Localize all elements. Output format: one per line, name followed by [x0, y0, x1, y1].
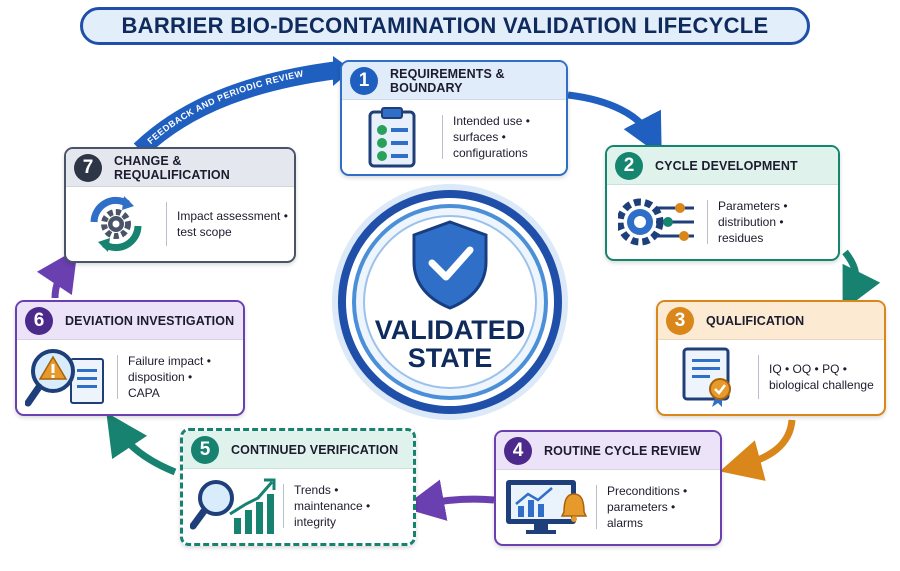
- arrow-5-to-6: [106, 412, 177, 476]
- clipboard-checklist-icon: [342, 100, 442, 174]
- step-6-title: DEVIATION INVESTIGATION: [65, 313, 235, 328]
- step-2-text: Parameters • distribution • residues: [718, 198, 788, 246]
- monitor-alarm-icon: [496, 470, 596, 544]
- step-2-number: 2: [615, 151, 643, 180]
- step-3-number: 3: [666, 306, 694, 335]
- diagram-title: BARRIER BIO-DECONTAMINATION VALIDATION L…: [80, 7, 810, 45]
- warning-magnifier-icon: [17, 340, 117, 414]
- step-1-card: 1 REQUIREMENTS & BOUNDARY Intended use •…: [340, 60, 568, 176]
- step-2-title: CYCLE DEVELOPMENT: [655, 158, 798, 173]
- validated-badge: [332, 184, 568, 420]
- certificate-icon: [658, 340, 758, 414]
- arrow-3-to-4: [719, 419, 796, 481]
- step-1-text: Intended use • surfaces • configurations: [453, 113, 530, 161]
- step-4-number: 4: [504, 436, 532, 465]
- arrow-6-to-7: [36, 248, 78, 299]
- step-6-card: 6 DEVIATION INVESTIGATION Failure impact: [15, 300, 245, 416]
- step-4-text: Preconditions • parameters • alarms: [607, 483, 688, 531]
- feedback-arrow: [133, 61, 340, 157]
- arrow-4-to-5: [402, 479, 495, 521]
- step-7-card: 7 CHANGE & REQUALIFICATION Impact assess…: [64, 147, 296, 263]
- magnifier-trend-icon: [183, 469, 283, 543]
- step-5-number: 5: [191, 435, 219, 464]
- step-2-card: 2 CYCLE DEVELOPMENT Parameters • distrib: [605, 145, 840, 261]
- step-5-title: CONTINUED VERIFICATION: [231, 442, 399, 457]
- step-5-text: Trends • maintenance • integrity: [294, 482, 371, 530]
- arrow-2-to-3: [842, 249, 881, 311]
- step-5-card: 5 CONTINUED VERIFICATION Trends • mainte…: [180, 428, 416, 546]
- step-4-title: ROUTINE CYCLE REVIEW: [544, 443, 701, 458]
- step-3-title: QUALIFICATION: [706, 313, 805, 328]
- step-7-title: CHANGE & REQUALIFICATION: [114, 153, 230, 182]
- step-1-title: REQUIREMENTS & BOUNDARY: [390, 66, 505, 95]
- step-7-number: 7: [74, 153, 102, 182]
- step-3-text: IQ • OQ • PQ • biological challenge: [769, 361, 874, 392]
- step-3-card: 3 QUALIFICATION IQ • OQ • PQ • biologica…: [656, 300, 886, 416]
- step-4-card: 4 ROUTINE CYCLE REVIEW Precon: [494, 430, 722, 546]
- center-label: VALIDATED STATE: [374, 315, 526, 374]
- gear-sliders-icon: [607, 185, 707, 259]
- cycle-gear-icon: [66, 187, 166, 261]
- step-1-number: 1: [350, 66, 378, 95]
- step-7-text: Impact assessment • test scope: [177, 208, 288, 239]
- step-6-number: 6: [25, 306, 53, 335]
- feedback-label: FEEDBACK AND PERIODIC REVIEW: [145, 68, 304, 146]
- svg-text:FEEDBACK AND PERIODIC REVIEW: FEEDBACK AND PERIODIC REVIEW: [145, 68, 304, 146]
- step-6-text: Failure impact • disposition • CAPA: [128, 353, 211, 401]
- arrow-1-to-2: [567, 91, 662, 157]
- shield-check-icon: [412, 220, 488, 310]
